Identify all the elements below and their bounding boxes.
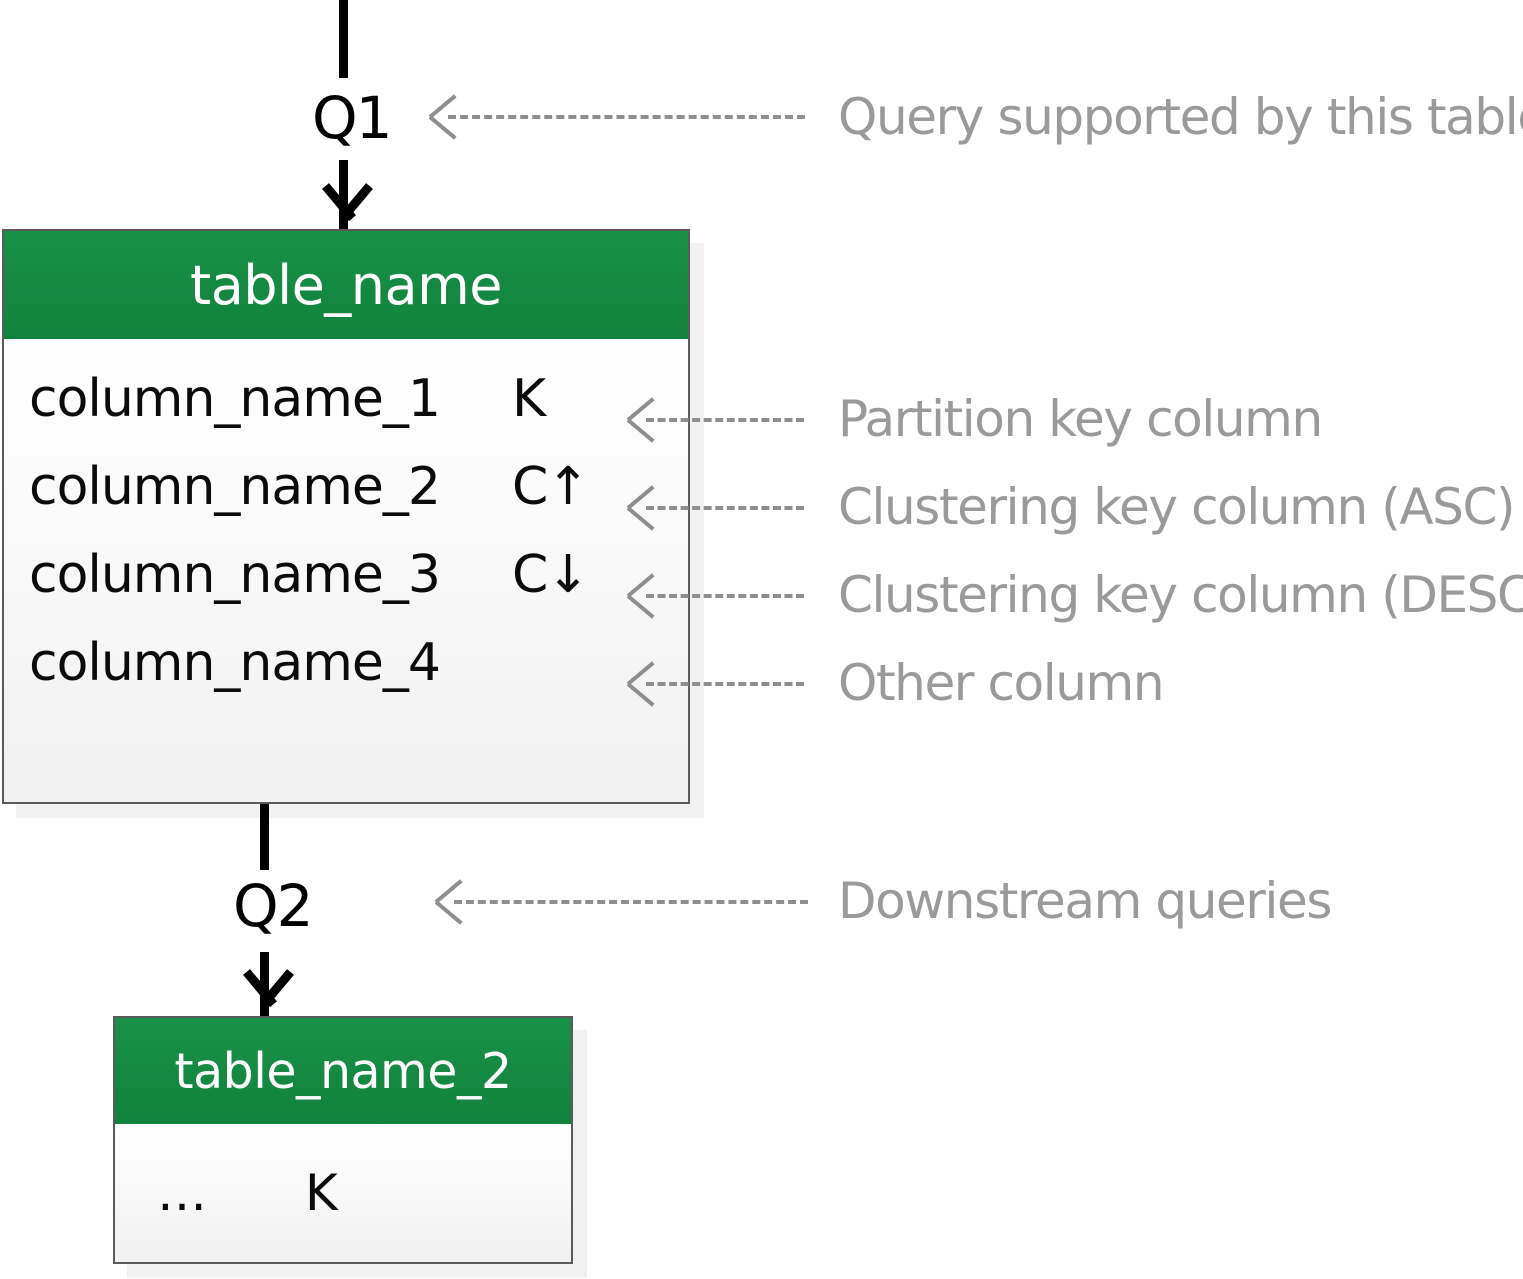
column-key-marker: C↓ [512,544,590,605]
annotation-arrow-other-column [626,661,804,707]
annotation-label-clustering-key-desc: Clustering key column (DESC) [838,566,1523,624]
annotation-arrow-query-supported [428,94,805,140]
column-name: … [157,1164,209,1222]
dashed-line [646,418,804,422]
table-card-secondary[interactable]: table_name_2 … K [113,1016,573,1264]
column-name: column_name_2 [29,456,441,517]
arrowhead-lower-stroke [434,900,463,925]
annotation-arrow-clustering-key-asc [626,485,804,531]
table-row[interactable]: column_name_2 C↑ [4,445,688,528]
q2-label: Q2 [233,872,314,940]
dashed-line [646,682,804,686]
dashed-line [454,900,808,904]
dashed-line [646,594,804,598]
q2-line-top [260,804,269,870]
annotation-label-partition-key: Partition key column [838,390,1323,448]
annotation-arrow-clustering-key-desc [626,573,804,619]
table-card-main[interactable]: table_name column_name_1 K column_name_2… [2,229,690,804]
table-main-title: table_name [4,231,688,339]
table-main-body: column_name_1 K column_name_2 C↑ column_… [4,339,688,802]
annotation-label-downstream-queries: Downstream queries [838,872,1332,930]
column-name: column_name_1 [29,368,441,429]
q1-label: Q1 [312,84,393,152]
table-row[interactable]: column_name_4 [4,621,688,704]
table-row[interactable]: column_name_3 C↓ [4,533,688,616]
annotation-arrow-downstream-queries [434,879,808,925]
dashed-line [448,115,805,119]
annotation-label-query-supported: Query supported by this table [838,88,1523,146]
column-name: column_name_3 [29,544,441,605]
column-name: column_name_4 [29,632,441,693]
annotation-arrow-partition-key [626,397,804,443]
table-secondary-title: table_name_2 [115,1018,571,1124]
dashed-line [646,506,804,510]
annotation-label-clustering-key-asc: Clustering key column (ASC) [838,478,1516,536]
q1-incoming-line-bottom [339,160,348,232]
column-key-marker: K [305,1164,338,1222]
arrowhead-lower-stroke [428,115,457,140]
column-key-marker: C↑ [512,456,590,517]
q1-incoming-line-top [339,0,348,78]
q2-line-bottom [260,952,269,1018]
table-secondary-body: … K [115,1124,571,1262]
table-row[interactable]: … K [115,1124,571,1262]
annotation-label-other-column: Other column [838,654,1165,712]
column-key-marker: K [512,368,546,429]
table-row[interactable]: column_name_1 K [4,357,688,440]
